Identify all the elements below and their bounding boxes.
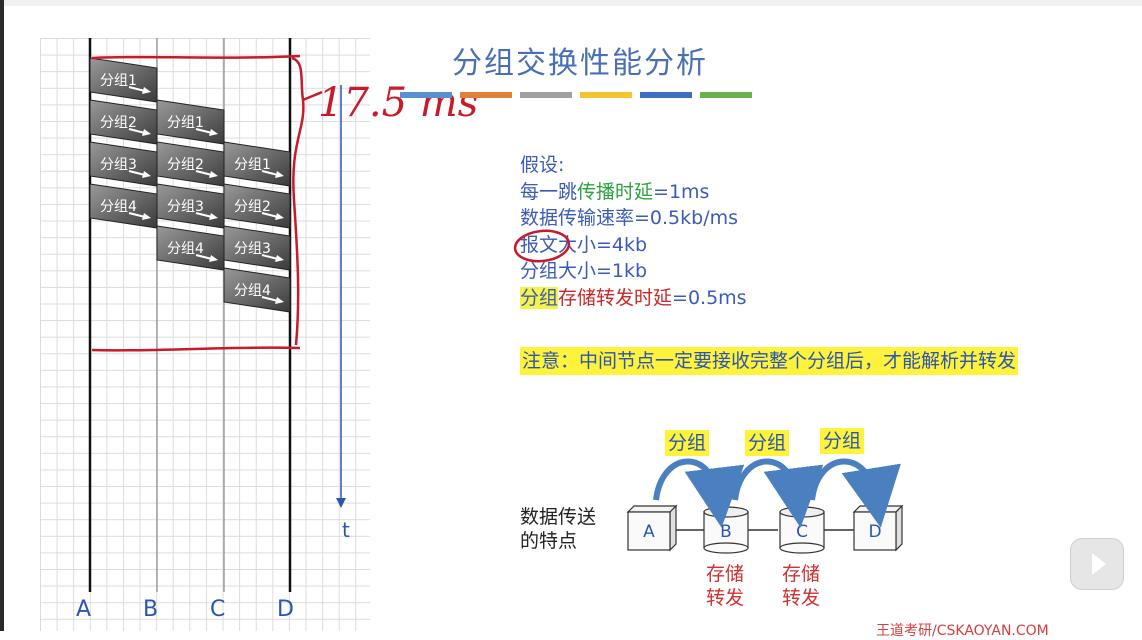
title-color-bar (580, 92, 632, 98)
flow-packet-label-1: 分组 (665, 430, 710, 456)
title-color-bar (520, 92, 572, 98)
packet-arrowhead (275, 171, 284, 178)
packet-arrow (128, 212, 146, 218)
handwritten-brace (291, 56, 305, 346)
packet-arrowhead (209, 129, 218, 136)
store-forward-b: 存储 转发 (705, 563, 744, 609)
watermark: 王道考研/CSKAOYAN.COM (876, 623, 1049, 639)
node-label-b: B (143, 597, 159, 622)
packet-arrow (261, 296, 279, 302)
title-color-bar (700, 92, 752, 98)
title-color-bars (400, 92, 752, 98)
title-color-bar (460, 92, 512, 98)
packet-arrowhead (209, 171, 218, 178)
flow-arrow-bc (732, 458, 824, 528)
node-label-a: A (76, 597, 92, 622)
packet-arrow (195, 170, 213, 176)
assumptions-block: 假设: 每一跳传播时延=1ms 数据传输速率=0.5kb/ms 报文大小=4kb… (520, 152, 747, 311)
svg-text:D: D (868, 522, 881, 542)
router-b: B (703, 506, 749, 554)
packet-label: 分组2 (234, 199, 271, 215)
assumption-message-size: 报文大小=4kb (520, 233, 648, 256)
packet-label: 分组3 (234, 241, 271, 257)
flow-packet-label-2: 分组 (745, 430, 790, 456)
handwritten-circle (513, 229, 571, 263)
packet-block (223, 267, 291, 313)
packet-arrow (195, 212, 213, 218)
packet-arrow (195, 128, 213, 134)
node-label-c: C (210, 597, 226, 622)
host-d: D (852, 504, 904, 552)
handwritten-brace-tip (302, 90, 323, 102)
play-button[interactable] (1070, 538, 1124, 590)
svg-text:B: B (720, 522, 732, 542)
flow-diagram: A B C D (626, 458, 904, 554)
slide-title: 分组交换性能分析 (452, 46, 708, 81)
packet-arrowhead (142, 171, 151, 178)
packet-arrowhead (142, 129, 151, 136)
packet-label: 分组1 (234, 157, 271, 173)
svg-text:C: C (796, 522, 808, 542)
flow-arrow-ab (653, 458, 745, 528)
router-c: C (779, 506, 825, 554)
handwritten-top-line (91, 54, 301, 60)
packet-arrowhead (209, 255, 218, 262)
packet-block (223, 183, 291, 229)
window-left-edge (0, 0, 4, 631)
node-label-d: D (277, 597, 294, 622)
window-top-bar (0, 0, 1142, 6)
packet-block (223, 225, 291, 271)
title-color-bar (400, 92, 452, 98)
packet-arrowhead (142, 213, 151, 220)
time-axis-label: t (342, 518, 350, 542)
flow-arrow-cd (809, 458, 901, 528)
packet-label: 分组1 (100, 73, 137, 89)
packet-label: 分组4 (167, 241, 204, 257)
note-banner: 注意：中间节点一定要接收完整个分组后，才能解析并转发 (520, 347, 1019, 375)
packet-label: 分组3 (167, 199, 204, 215)
packet-arrowhead (142, 87, 151, 94)
handwritten-bottom-line (91, 346, 301, 352)
packet-arrowhead (275, 297, 284, 304)
assumption-rate: 数据传输速率=0.5kb/ms (520, 207, 739, 229)
handwritten-annotation: 17.5 ms (318, 80, 479, 126)
packet-arrow (128, 170, 146, 176)
packet-arrow (261, 212, 279, 218)
time-axis-arrowhead (336, 498, 346, 508)
flow-label: 数据传送 的特点 (520, 506, 597, 552)
assumption-store-forward: 分组存储转发时延=0.5ms (520, 286, 747, 309)
packet-label: 分组3 (100, 157, 137, 173)
title-color-bar (640, 92, 692, 98)
store-forward-c: 存储 转发 (781, 563, 820, 609)
packet-arrowhead (209, 213, 218, 220)
packet-label: 分组1 (167, 115, 204, 131)
flow-packet-label-3: 分组 (820, 428, 865, 454)
packet-label: 分组4 (234, 283, 271, 299)
packet-arrowhead (275, 255, 284, 262)
packet-arrow (261, 170, 279, 176)
packet-label: 分组4 (100, 199, 137, 215)
assumption-propagation: 每一跳传播时延=1ms (520, 180, 710, 203)
host-a: A (626, 504, 678, 552)
packet-arrow (128, 86, 146, 92)
svg-text:A: A (643, 522, 655, 542)
packet-label: 分组2 (100, 115, 137, 131)
assumption-packet-size: 分组大小=1kb (520, 260, 648, 282)
packet-label: 分组2 (167, 157, 204, 173)
packet-arrowhead (275, 213, 284, 220)
packet-arrow (195, 254, 213, 260)
packet-arrow (261, 254, 279, 260)
packet-timeline-diagram: 分组1 分组2 分组3 分组4 分组1 分组2 分组3 分组4 分组1 分组2 分组3 分组4 (88, 38, 346, 592)
assumptions-heading: 假设: (520, 154, 565, 176)
packet-block (223, 141, 291, 187)
packet-arrow (128, 128, 146, 134)
